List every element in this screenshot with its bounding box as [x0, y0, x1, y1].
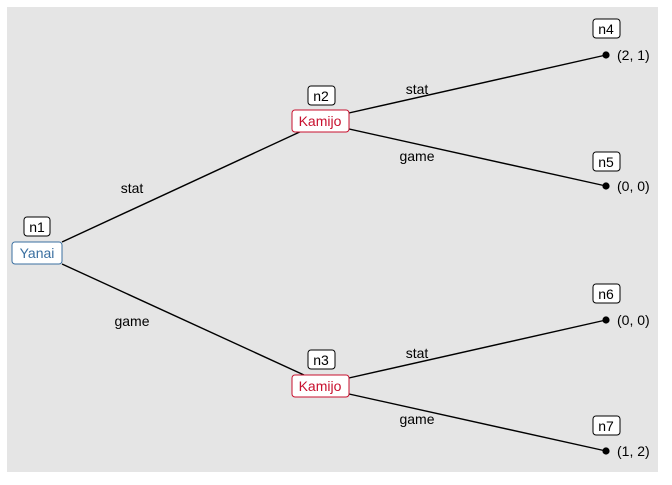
edge-label: stat — [406, 345, 429, 361]
node-id-label: n7 — [598, 418, 614, 434]
edge-label: game — [114, 313, 149, 329]
player-box-kamijo — [291, 374, 350, 398]
node-id-box — [23, 216, 51, 237]
node-id-box — [592, 415, 621, 436]
node-id-box — [592, 18, 621, 39]
payoff-label: (1, 2) — [617, 443, 650, 459]
node-id-label: n3 — [313, 352, 329, 368]
player-box-kamijo — [291, 109, 350, 133]
payoff-label: (0, 0) — [617, 312, 650, 328]
node-id-box — [592, 151, 621, 172]
terminal-point — [602, 447, 610, 455]
node-id-box — [307, 349, 336, 370]
terminal-point — [602, 182, 610, 190]
edge-n1-n3 — [61, 263, 305, 376]
edge-label: game — [399, 411, 434, 427]
player-label-kamijo: Kamijo — [299, 378, 342, 394]
terminal-point — [602, 316, 610, 324]
node-id-label: n5 — [598, 154, 614, 170]
edge-n3-n6 — [339, 319, 607, 381]
edge-label: stat — [406, 81, 429, 97]
edge-label: game — [399, 148, 434, 164]
node-id-label: n4 — [598, 21, 614, 37]
node-id-label: n2 — [313, 88, 329, 104]
edge-n2-n4 — [339, 54, 607, 116]
payoff-label: (0, 0) — [617, 178, 650, 194]
player-label-kamijo: Kamijo — [299, 113, 342, 129]
player-box-yanai — [11, 241, 63, 265]
edge-n2-n5 — [339, 126, 607, 187]
payoff-label: (2, 1) — [617, 47, 650, 63]
plot-panel — [7, 7, 658, 472]
node-id-box — [307, 85, 336, 106]
player-label-yanai: Yanai — [20, 245, 55, 261]
terminal-point — [602, 51, 610, 59]
node-id-label: n1 — [29, 219, 45, 235]
edge-n1-n2 — [61, 129, 305, 243]
node-id-box — [592, 283, 621, 304]
edge-n3-n7 — [339, 391, 607, 452]
node-id-label: n6 — [598, 286, 614, 302]
edge-label: stat — [121, 180, 144, 196]
